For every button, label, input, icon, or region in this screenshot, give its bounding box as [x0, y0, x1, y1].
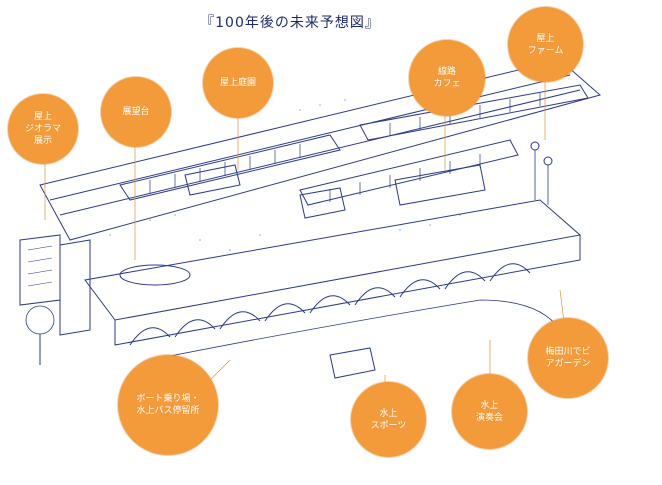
label-railside-cafe: 線路 カフェ: [409, 40, 485, 116]
label-rooftop-farm: 屋上 ファーム: [508, 7, 583, 82]
page-title: 『100年後の未来予想図』: [200, 15, 380, 31]
label-observatory-text: 展望台: [122, 107, 150, 117]
label-umeda-beer-garden: 梅田川でビ アガーデン: [528, 318, 608, 398]
label-boat-pier-text: ボート乗り場・ 水上バス停留所: [136, 394, 200, 416]
label-rooftop-farm-text: 屋上 ファーム: [527, 33, 564, 56]
label-rooftop-diorama-text: 屋上 ジオラマ 展示: [24, 112, 61, 146]
label-rooftop-diorama: 屋上 ジオラマ 展示: [8, 94, 78, 164]
label-water-concert-text: 水上 演奏会: [475, 400, 503, 423]
label-rooftop-garden-text: 屋上庭園: [219, 78, 256, 88]
label-railside-cafe-text: 線路 カフェ: [433, 67, 461, 89]
label-water-sports-text: 水上 スポーツ: [370, 408, 407, 431]
label-water-sports: 水上 スポーツ: [351, 382, 426, 457]
label-boat-pier: ボート乗り場・ 水上バス停留所: [118, 355, 218, 455]
label-water-concert: 水上 演奏会: [452, 374, 527, 449]
label-observatory: 展望台: [101, 77, 171, 147]
label-rooftop-garden: 屋上庭園: [203, 48, 273, 118]
label-umeda-beer-garden-text: 梅田川でビ アガーデン: [545, 347, 591, 369]
